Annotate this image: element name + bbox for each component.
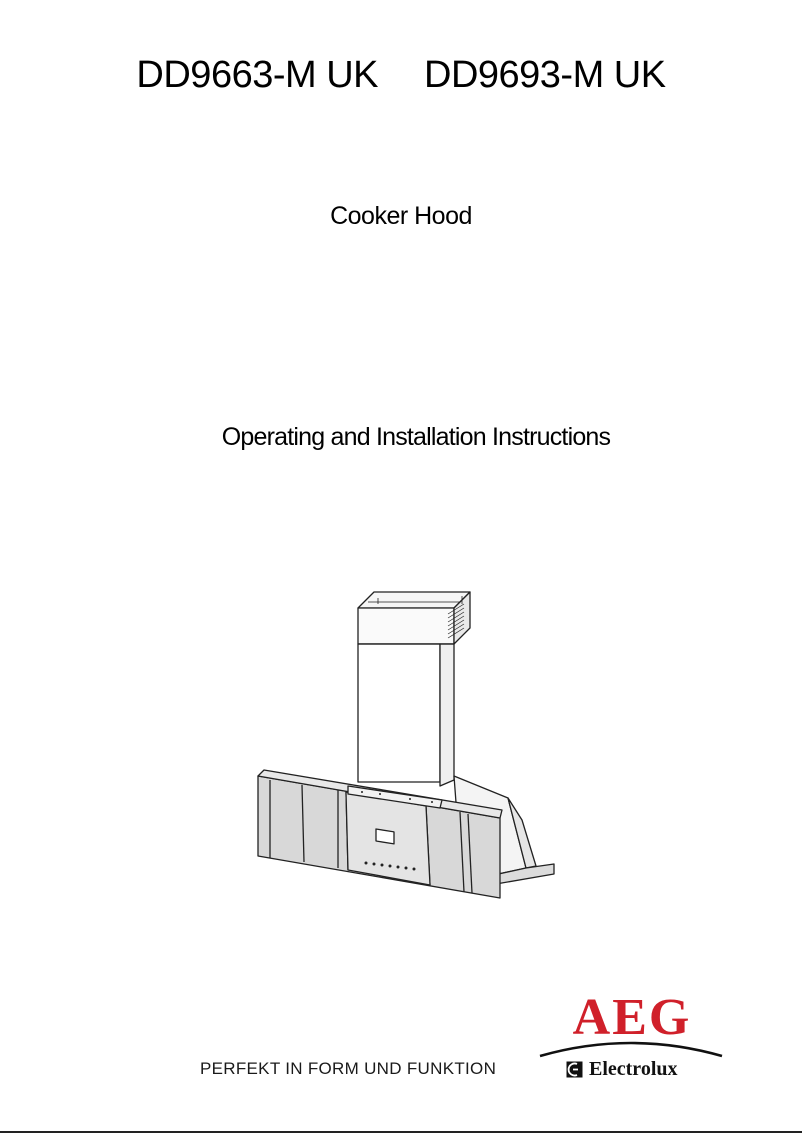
logo-arc-divider xyxy=(536,1036,726,1060)
electrolux-logo: Electrolux xyxy=(566,1058,678,1081)
aeg-logo: AEG xyxy=(572,989,692,1046)
bottom-divider xyxy=(0,1131,802,1133)
product-type: Cooker Hood xyxy=(330,202,472,230)
document-title: Operating and Installation Instructions xyxy=(221,423,611,451)
model-numbers: DD9663-M UK DD9693-M UK xyxy=(0,54,802,97)
model-number-1: DD9663-M UK xyxy=(136,54,378,96)
cooker-hood-drawing-icon xyxy=(257,591,555,899)
electrolux-e-icon xyxy=(566,1061,583,1078)
electrolux-wordmark: Electrolux xyxy=(589,1058,678,1080)
cooker-hood-illustration xyxy=(250,580,560,900)
brand-slogan: PERFEKT IN FORM UND FUNKTION xyxy=(200,1059,497,1078)
model-number-2: DD9693-M UK xyxy=(424,54,666,96)
